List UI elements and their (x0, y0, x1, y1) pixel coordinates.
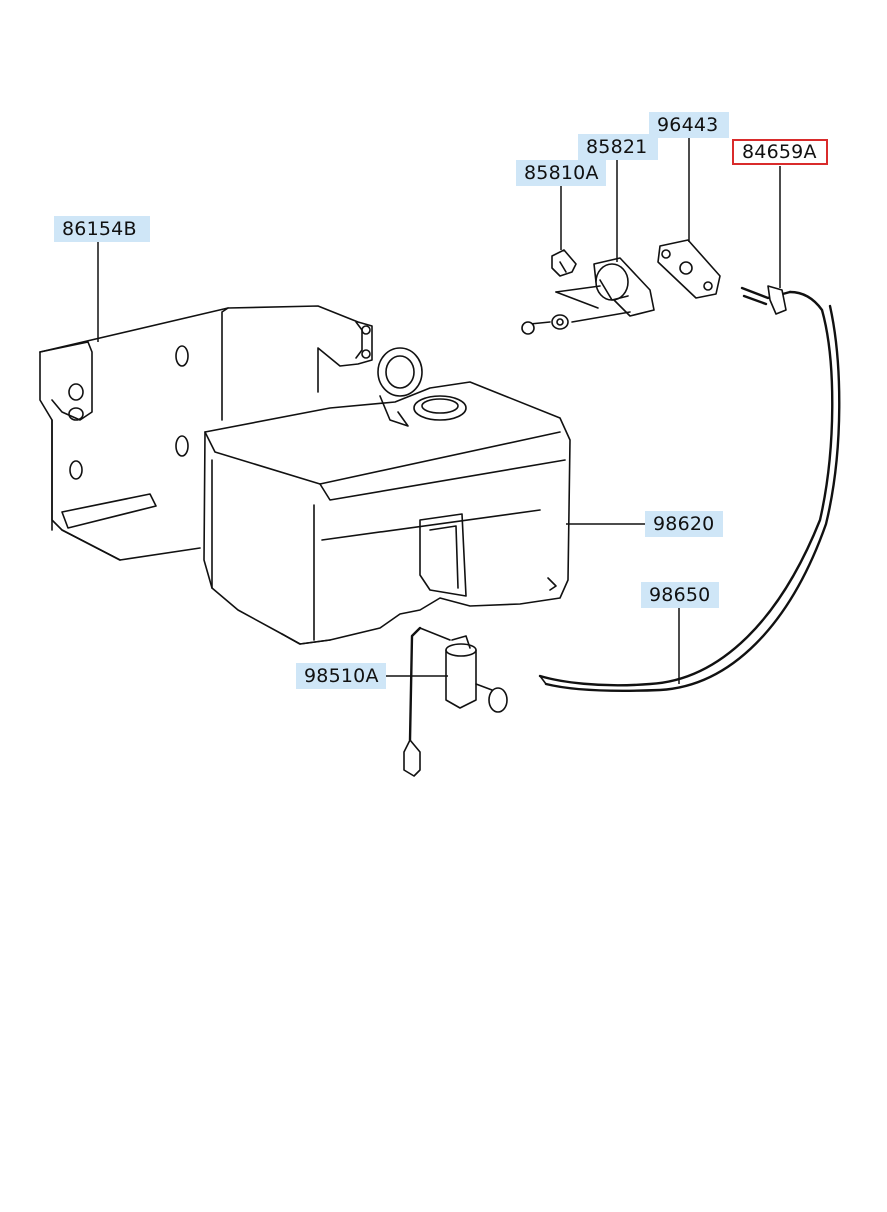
part-label-84659A[interactable]: 84659A (732, 139, 828, 165)
leader-lines (97, 138, 781, 684)
tank-bracket-drawing (39, 305, 373, 561)
mounting-plate-drawing (555, 257, 655, 323)
gasket-drawing (657, 239, 721, 299)
part-label-86154B[interactable]: 86154B (54, 216, 150, 242)
part-label-96443[interactable]: 96443 (649, 112, 729, 138)
part-label-85810A[interactable]: 85810A (516, 160, 606, 186)
washer-pump-drawing (403, 626, 508, 777)
part-label-98620[interactable]: 98620 (645, 511, 723, 537)
part-label-85821[interactable]: 85821 (578, 134, 658, 160)
part-label-98510A[interactable]: 98510A (296, 663, 386, 689)
washer-hose-drawing (538, 290, 841, 692)
part-label-98650[interactable]: 98650 (641, 582, 719, 608)
hose-clip-drawing (740, 285, 792, 315)
reservoir-tank-drawing (203, 347, 571, 645)
retainer-clip-drawing (521, 249, 577, 335)
